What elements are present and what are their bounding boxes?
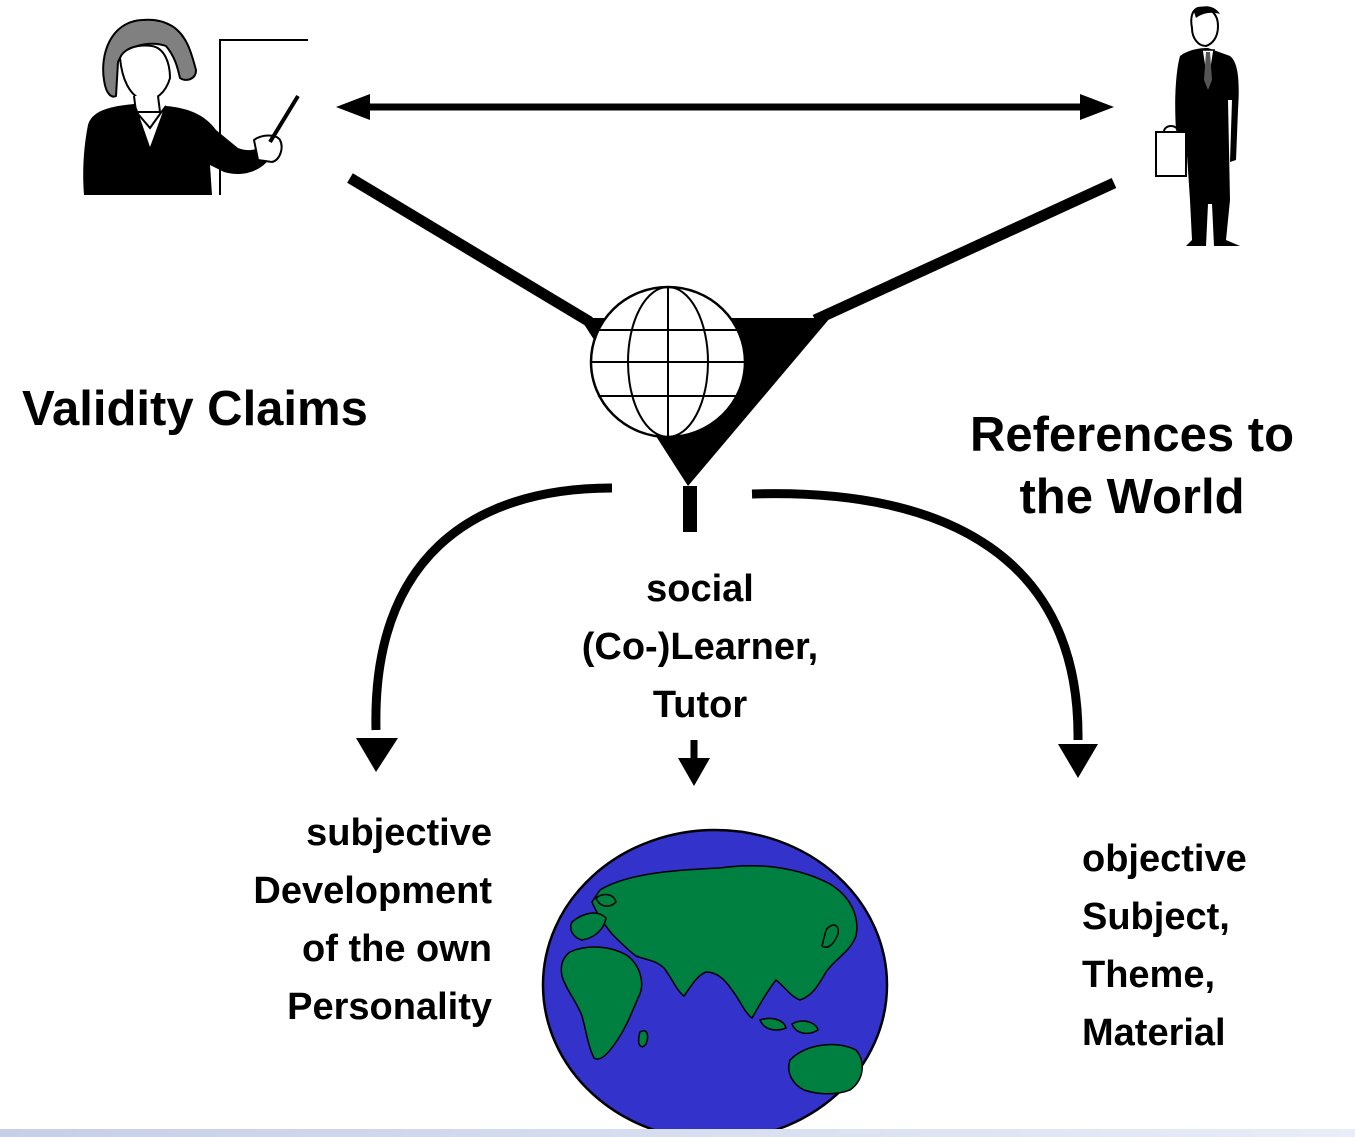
top-double-arrow xyxy=(336,94,1114,120)
social-line-3: Tutor xyxy=(652,684,748,726)
earth-globe-icon xyxy=(541,828,889,1137)
subjective-line-1: subjective xyxy=(306,812,492,854)
objective-line-4: Material xyxy=(1082,1012,1226,1054)
social-line-1: social xyxy=(646,568,754,610)
references-to-the-world-label: References to the World xyxy=(922,404,1342,528)
objective-line-1: objective xyxy=(1082,838,1247,880)
subjective-line-3: of the own xyxy=(302,928,492,970)
social-label: social (Co-)Learner, Tutor xyxy=(480,560,920,734)
objective-line-2: Subject, xyxy=(1082,896,1230,938)
businessman-with-briefcase-icon xyxy=(1155,6,1240,246)
middle-down-arrow xyxy=(678,740,710,786)
wireframe-globe-icon xyxy=(589,285,747,439)
subjective-line-2: Development xyxy=(253,870,492,912)
references-line-2: the World xyxy=(1019,470,1245,524)
right-curved-arrow xyxy=(751,489,1098,778)
left-curved-arrow xyxy=(356,483,613,772)
bottom-accent-bar xyxy=(0,1129,1355,1137)
objective-line-3: Theme, xyxy=(1082,954,1216,996)
validity-claims-label: Validity Claims xyxy=(22,378,368,440)
subjective-label: subjective Development of the own Person… xyxy=(92,804,492,1036)
objective-label: objective Subject, Theme, Material xyxy=(1082,830,1247,1062)
validity-claims-text: Validity Claims xyxy=(22,382,368,436)
social-line-2: (Co-)Learner, xyxy=(581,626,819,668)
subjective-line-4: Personality xyxy=(287,986,492,1028)
teacher-with-pointer-icon xyxy=(83,18,308,195)
references-line-1: References to xyxy=(969,408,1295,462)
